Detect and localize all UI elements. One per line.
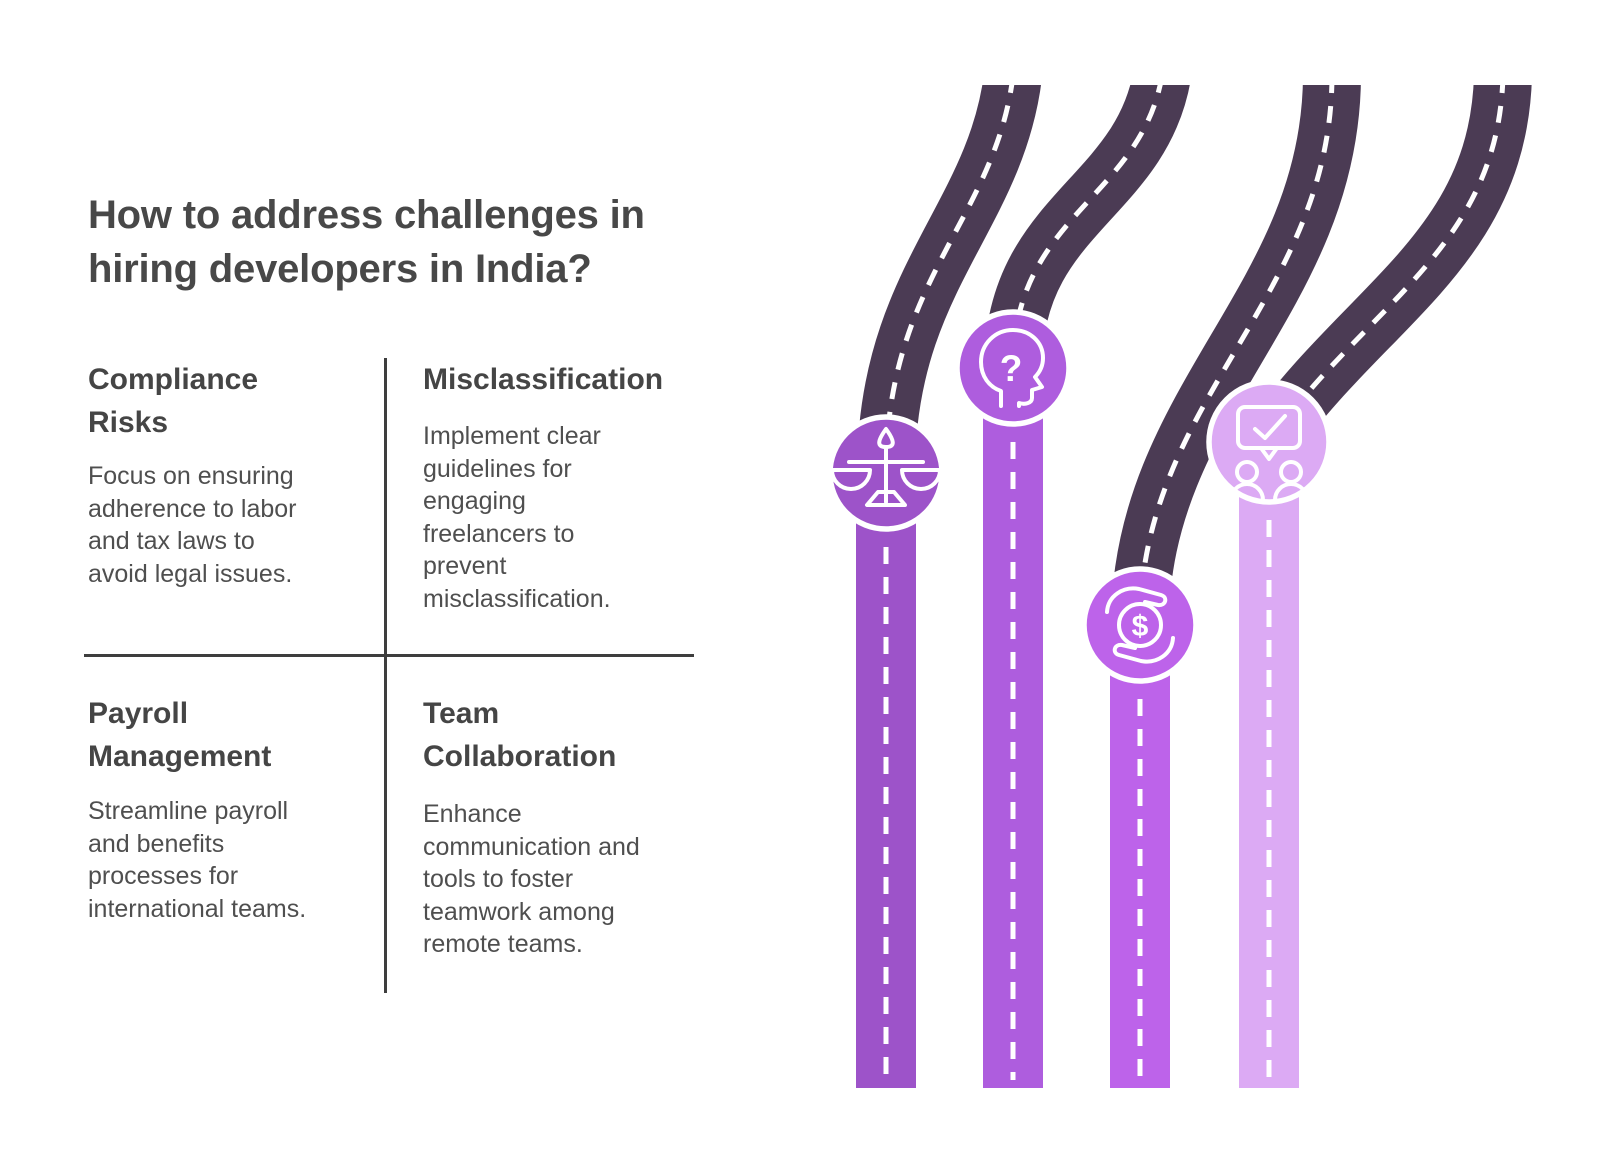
divider-horizontal — [84, 654, 694, 657]
quadrant-body-misclassification: Implement clear guidelines for engaging … — [423, 422, 611, 613]
quadrant-heading-compliance-risks: Compliance Risks — [88, 363, 259, 439]
page-title: How to address challenges in hiring deve… — [88, 193, 645, 291]
divider-vertical — [384, 358, 387, 993]
bright-road-lane1 — [856, 473, 916, 1088]
quadrant-body-payroll-management: Streamline payroll and benefits processe… — [88, 797, 307, 923]
milestone-circle-lane2 — [954, 309, 1072, 427]
quadrant-body-compliance-risks: Focus on ensuring adherence to labor and… — [88, 462, 297, 588]
quadrant-heading-payroll-management: Payroll Management — [88, 697, 272, 773]
quadrant-heading-team-collaboration: Team Collaboration — [423, 697, 617, 773]
road-path-lane3 — [1111, 75, 1361, 626]
presentation-team-icon — [1229, 405, 1309, 502]
road-dash-lane1 — [883, 75, 1016, 474]
question-mark-glyph: ? — [1000, 348, 1023, 389]
road-top-cut — [800, 0, 1600, 85]
head-question-icon: ? — [979, 328, 1045, 408]
bright-roads — [856, 368, 1299, 1088]
quadrant-heading-misclassification: Misclassification — [423, 363, 664, 396]
quadrant-body-team-collaboration: Enhance communication and tools to foste… — [423, 800, 640, 958]
dollar-glyph: $ — [1132, 610, 1149, 643]
hand-dollar-icon: $ — [1105, 586, 1175, 664]
road-dash-lane4 — [1266, 75, 1506, 444]
milestone-circle-lane4 — [1206, 379, 1332, 505]
scales-of-justice-icon — [830, 427, 942, 507]
